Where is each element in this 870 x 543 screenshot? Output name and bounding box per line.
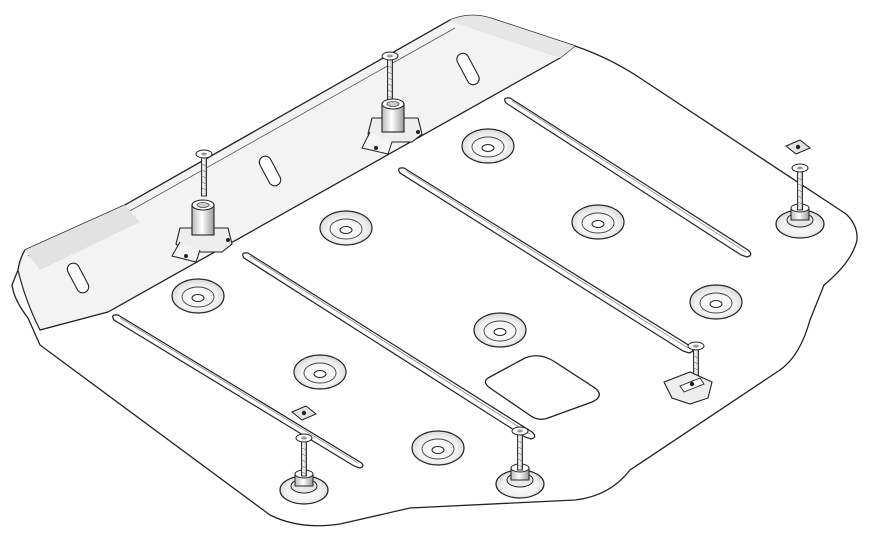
mounting-bolt [775, 163, 825, 239]
stiffening-ribs [112, 97, 752, 469]
dimple-hole [411, 430, 465, 466]
clip-nut [291, 405, 317, 421]
spacer-bracket [361, 98, 423, 155]
rib [504, 97, 752, 258]
flange-bend-line [39, 57, 561, 331]
dimple-hole [171, 278, 225, 314]
dimple-hole [571, 204, 625, 240]
mounting-bolt [381, 51, 399, 103]
mounting-bolts [195, 51, 825, 505]
dimple-hole [461, 128, 515, 164]
dimple-hole [689, 284, 743, 320]
flange-slots [66, 52, 480, 294]
drain-cutout [484, 355, 600, 420]
mounting-bolt [279, 433, 329, 505]
clip-nut [785, 139, 811, 155]
flange-slot [66, 262, 90, 294]
rib [242, 252, 536, 440]
rib-highlights [119, 100, 747, 464]
rib [112, 314, 364, 469]
flange-shade [25, 205, 140, 270]
dimple-holes [171, 128, 743, 466]
mounting-bolt [195, 149, 213, 197]
flange-slot [258, 155, 282, 187]
dimple-hole [319, 210, 373, 246]
spacer-bracket [171, 199, 233, 263]
dimple-hole [293, 354, 347, 390]
dimple-hole [473, 312, 527, 348]
flange-shade-right [450, 15, 575, 58]
mounting-bolt [495, 426, 545, 499]
flange-slot [456, 52, 480, 86]
skid-plate-body [11, 14, 858, 527]
clip-nut [663, 371, 713, 405]
